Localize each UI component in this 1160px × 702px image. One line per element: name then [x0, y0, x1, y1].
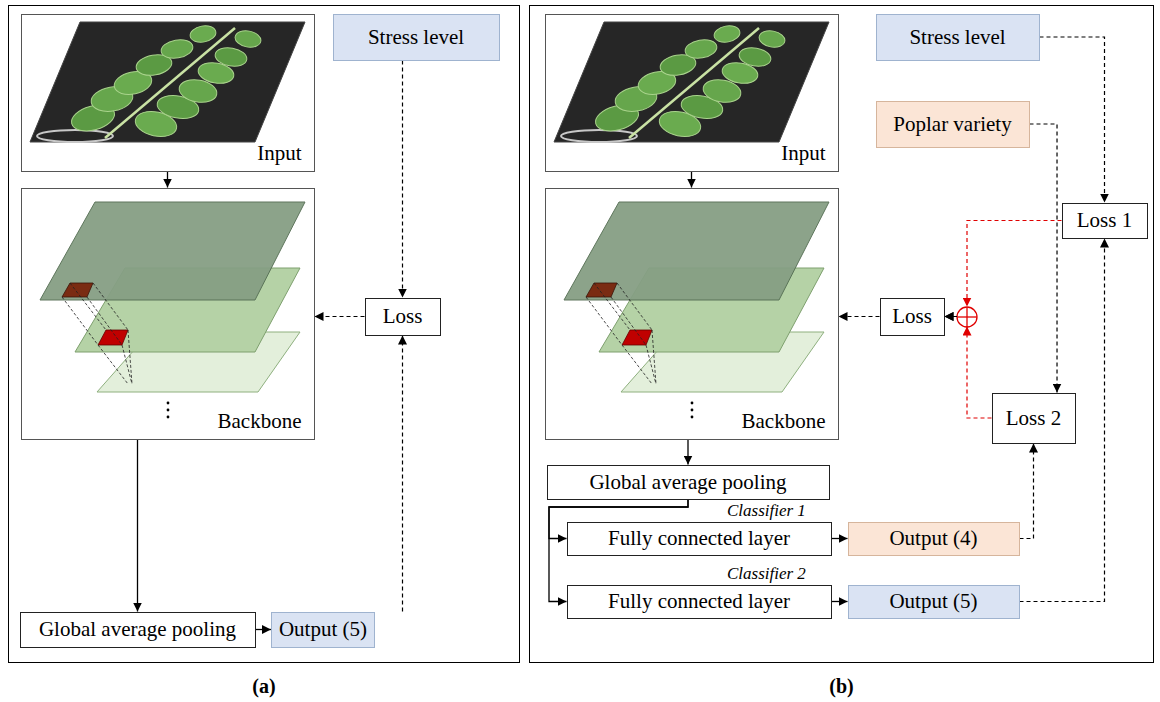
- connector-line: [137, 440, 138, 612]
- variety-box: Poplar variety: [876, 101, 1030, 148]
- connector-line: [402, 61, 403, 298]
- sum-symbol: [957, 307, 977, 327]
- connector-arrow: [691, 172, 692, 188]
- connector-arrow: [945, 317, 992, 419]
- connector-line: [549, 500, 688, 602]
- input-image: [554, 22, 829, 142]
- output-box: Output (4): [848, 522, 1020, 556]
- fc-layer-box: Fully connected layer: [567, 585, 832, 619]
- backbone-image: [40, 202, 305, 418]
- box-label: Global average pooling: [589, 470, 786, 494]
- connector-line: [839, 316, 880, 317]
- box-label: Input: [781, 141, 825, 165]
- panel-label: (b): [530, 675, 1153, 698]
- connector-line: [1020, 444, 1034, 539]
- classifier-label: Classifier 1: [727, 501, 806, 521]
- input-box: Input: [545, 14, 839, 172]
- loss-box: Loss 1: [1062, 203, 1148, 239]
- connector-arrow: [1020, 444, 1034, 539]
- connector-arrow: [832, 601, 848, 602]
- connector-arrow: [832, 538, 848, 539]
- box-label: Fully connected layer: [608, 526, 790, 550]
- box-label: Fully connected layer: [608, 589, 790, 613]
- classifier-label: Classifier 2: [727, 564, 806, 584]
- output-box: Output (5): [848, 585, 1020, 619]
- figure-panel: (a)InputStress levelBackboneLossGlobal a…: [8, 5, 520, 663]
- backbone-image: [564, 202, 829, 418]
- connector-line: [167, 172, 168, 188]
- connector-line: [967, 221, 1062, 307]
- box-label: Loss 1: [1077, 208, 1132, 232]
- box-label: Output (5): [279, 617, 367, 641]
- connector-arrow: [945, 221, 1062, 317]
- box-label: Global average pooling: [39, 617, 236, 641]
- connector-line: [832, 601, 848, 602]
- connector-arrow: [402, 61, 403, 298]
- connector-line: [945, 316, 958, 317]
- stress-level-box: Stress level: [333, 14, 500, 61]
- connector-arrow: [256, 629, 271, 630]
- loss-box: Loss 2: [992, 393, 1076, 444]
- backbone-box: Backbone: [545, 188, 839, 440]
- box-label: Loss: [383, 304, 423, 328]
- connector-line: [967, 327, 992, 419]
- output-box: Output (5): [271, 612, 375, 648]
- connector-arrow: [549, 500, 688, 602]
- connector-line: [1040, 37, 1105, 203]
- connector-arrow: [1030, 124, 1058, 393]
- connector-line: [687, 440, 688, 465]
- connector-arrow: [839, 316, 880, 317]
- connector-line: [315, 316, 365, 317]
- connector-arrow: [315, 316, 365, 317]
- stress-level-box: Stress level: [876, 14, 1040, 61]
- box-label: Loss: [892, 304, 932, 328]
- connector-arrow: [688, 440, 689, 465]
- box-label: Loss 2: [1006, 406, 1061, 430]
- box-label: Stress level: [909, 25, 1005, 49]
- connector-arrow: [1040, 37, 1105, 203]
- pooling-box: Global average pooling: [547, 465, 830, 500]
- connector-arrow: [167, 172, 168, 188]
- panel-label: (a): [9, 675, 519, 698]
- pooling-box: Global average pooling: [20, 612, 256, 648]
- box-label: Poplar variety: [893, 112, 1011, 136]
- connector-arrow: [402, 336, 403, 612]
- figure-panel: (b)InputStress levelPoplar varietyLoss 1…: [529, 5, 1154, 663]
- box-label: Input: [257, 141, 301, 165]
- box-label: Output (5): [889, 589, 977, 613]
- connector-arrow: [137, 440, 138, 612]
- box-label: Stress level: [368, 25, 464, 49]
- fc-layer-box: Fully connected layer: [567, 522, 832, 556]
- connector-line: [256, 629, 271, 630]
- box-label: Output (4): [889, 526, 977, 550]
- loss-box: Loss: [365, 298, 441, 336]
- connector-line: [1030, 124, 1058, 393]
- connector-line: [832, 538, 848, 539]
- connector-line: [691, 172, 692, 188]
- input-image: [30, 22, 305, 142]
- connector-line: [402, 336, 403, 612]
- box-label: Backbone: [742, 409, 826, 433]
- loss-box: Loss: [880, 298, 945, 336]
- sum-circle: [957, 307, 977, 327]
- input-box: Input: [21, 14, 315, 172]
- backbone-box: Backbone: [21, 188, 315, 440]
- connector-line: [945, 316, 958, 317]
- sum-cross: [966, 307, 967, 327]
- box-label: Backbone: [218, 409, 302, 433]
